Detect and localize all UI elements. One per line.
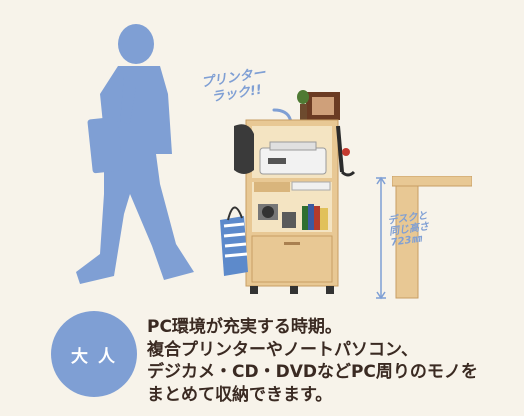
height-note: デスクと 同じ高さ 723㎜ xyxy=(387,210,435,248)
description-line-1: PC環境が充実する時期。 xyxy=(147,317,342,337)
printer-rack-illustration xyxy=(220,90,356,294)
age-badge: 大 人 xyxy=(51,311,137,397)
person-silhouette xyxy=(76,24,194,284)
height-dimension-icon xyxy=(376,176,386,300)
description-line-4: まとめて収納できます。 xyxy=(147,384,333,405)
description-line-3: デジカメ・CD・DVDなどPC周りのモノを xyxy=(147,362,478,382)
desk-edge xyxy=(392,176,472,299)
description-line-2: 複合プリンターやノートパソコン、 xyxy=(147,339,418,360)
description: PC環境が充実する時期。 複合プリンターやノートパソコン、 デジカメ・CD・DV… xyxy=(147,316,519,406)
